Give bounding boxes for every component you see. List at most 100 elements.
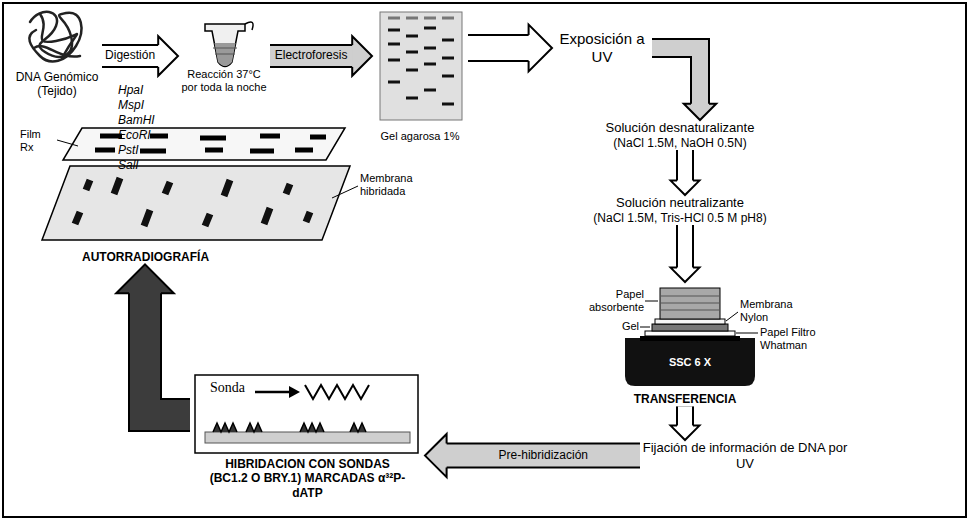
arrow-head	[671, 268, 700, 282]
arrow-body	[145, 292, 190, 415]
arrow-label: Electroforesis	[273, 49, 350, 62]
step-box: Solución desnaturalizante(NaCl 1.5M, NaO…	[585, 120, 775, 150]
flow-arrow	[671, 150, 700, 195]
arrow-outline	[468, 34, 530, 62]
step-text: Reacción 37°C por toda la noche	[178, 68, 270, 94]
arrow-head	[529, 25, 552, 72]
part-label: EcoRI	[118, 129, 168, 143]
bound-probe	[213, 423, 366, 432]
arrow-head	[116, 264, 174, 293]
gel-bands	[388, 28, 454, 104]
tube-body	[205, 24, 245, 67]
step-box: Gel agarosa 1%	[372, 8, 468, 143]
dna-tangle	[29, 12, 81, 62]
step-box: Exposición a UV	[552, 30, 652, 66]
arrow-head	[352, 36, 372, 76]
part-label: SSC 6 X	[650, 356, 730, 369]
part-label: Papel absorbente	[572, 288, 644, 313]
support-plate	[640, 336, 740, 341]
leader-line	[57, 140, 358, 198]
flow-arrow	[102, 36, 178, 76]
arrow-head	[671, 426, 700, 440]
step-text: (NaCl 1.5M, Tris-HCl 0.5 M pH8)	[565, 211, 795, 225]
flow-arrow	[671, 406, 700, 440]
step-text: Exposición a UV	[552, 30, 652, 66]
xray-film	[63, 128, 345, 160]
arrow-outline	[102, 44, 160, 68]
arrow-outline	[676, 225, 694, 269]
arrow-head	[425, 434, 447, 477]
arrow-body	[652, 48, 700, 105]
flow-arrow	[468, 25, 552, 72]
arrow-body	[678, 225, 692, 269]
arrow-outline	[676, 150, 694, 182]
tube-marks	[213, 48, 237, 54]
probe-symbol	[305, 385, 369, 399]
arrow-outline	[676, 406, 694, 427]
arrow-outline	[445, 443, 640, 469]
arrow-label: Digestión	[103, 49, 157, 62]
gel-layer	[652, 324, 728, 331]
part-label: Membrana Nylon	[740, 298, 802, 323]
part-label: BamHI	[118, 114, 168, 128]
step-text: Sonda	[210, 380, 425, 397]
part-label: Papel Filtro Whatman	[760, 326, 832, 351]
nylon-membrane	[655, 319, 725, 324]
arrow-label: Pre-hibridización	[497, 449, 590, 462]
step-box: Fijación de información de DNA por UV	[640, 440, 850, 471]
step-text: TRANSFERENCIA	[575, 392, 795, 406]
reaction-tube	[205, 22, 253, 67]
arrow-body	[678, 150, 692, 182]
gel-slab	[380, 12, 462, 120]
probe-arrow	[255, 391, 291, 394]
agarose-gel	[380, 12, 462, 120]
arrow-outline	[145, 292, 190, 415]
step-box: Reacción 37°C por toda la noche	[178, 12, 270, 94]
probe-arrowhead	[289, 386, 300, 398]
step-box: AUTORRADIOGRAFÍA	[60, 120, 350, 264]
absorbent-stack	[660, 288, 720, 319]
hybridized-membrane	[42, 166, 350, 240]
membrane-bands	[75, 178, 310, 226]
arrow-outline	[652, 48, 700, 105]
step-box: SondaHIBRIDACION CON SONDAS (BC1.2 O BRY…	[190, 375, 425, 500]
dna-strand	[34, 14, 80, 58]
step-text: Gel agarosa 1%	[372, 130, 468, 143]
flow-arrow	[671, 225, 700, 282]
part-label: Film Rx	[20, 128, 56, 153]
arrow-body	[445, 445, 640, 467]
part-label: Membrana hibridada	[360, 172, 440, 197]
part-label: Gel	[612, 320, 639, 333]
buffer-tank	[625, 338, 755, 386]
stack-lines	[660, 296, 720, 310]
flow-arrow	[425, 434, 640, 477]
part-label: PstI	[118, 144, 168, 158]
step-box: Solución neutralizante(NaCl 1.5M, Tris-H…	[565, 195, 795, 225]
flow-arrow	[270, 36, 372, 76]
gel-wells	[388, 17, 454, 20]
step-text: Fijación de información de DNA por UV	[640, 440, 850, 471]
transfer-apparatus	[625, 288, 758, 386]
arrow-body	[102, 46, 160, 66]
arrow-head	[158, 36, 178, 76]
frame	[3, 3, 966, 517]
membrane-strip	[205, 432, 410, 443]
step-text: AUTORRADIOGRAFÍA	[82, 250, 350, 264]
part-label: SalI	[118, 159, 168, 173]
part-label: MspI	[118, 99, 168, 113]
flow-arrow	[116, 264, 190, 415]
dna-strand	[29, 12, 81, 62]
step-box: DNA Genómico (Tejido)	[12, 6, 102, 99]
arrow-body	[678, 406, 692, 427]
autoradiography-stack	[42, 128, 358, 240]
flow-arrow	[652, 48, 716, 120]
arrow-body	[270, 46, 354, 66]
whatman-paper	[645, 331, 735, 336]
arrow-head	[684, 104, 716, 120]
step-text: (NaCl 1.5M, NaOH 0.5N)	[585, 136, 775, 150]
arrow-head	[671, 181, 700, 195]
arrow-body	[468, 36, 530, 60]
step-text: Solución desnaturalizante	[585, 120, 775, 136]
